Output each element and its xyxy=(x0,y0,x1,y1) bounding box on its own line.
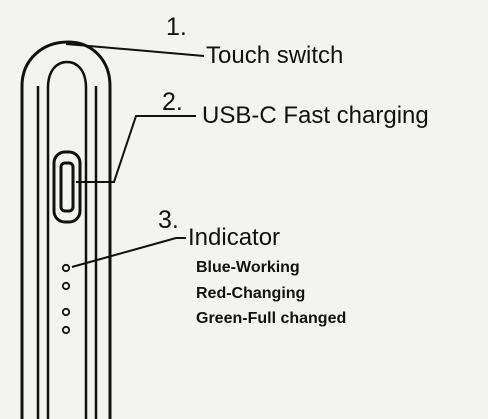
callout-label-indicator: Indicator xyxy=(188,224,281,251)
leader-line-touch-switch xyxy=(65,43,205,57)
leader-line-indicator xyxy=(71,237,186,268)
callout-number-indicator: 3. xyxy=(158,206,179,234)
touch-switch-groove xyxy=(46,60,88,419)
indicator-led-4 xyxy=(61,325,71,335)
device-outer-outline xyxy=(20,40,112,419)
legend-item-blue: Blue-Working xyxy=(196,259,300,276)
leader-line-usb-c xyxy=(76,115,196,183)
indicator-led-1 xyxy=(61,263,71,273)
callout-number-touch-switch: 1. xyxy=(166,13,187,41)
callout-label-usb-c: USB-C Fast charging xyxy=(202,102,429,129)
usb-c-port-inner xyxy=(59,161,75,213)
indicator-led-3 xyxy=(61,307,71,317)
indicator-led-2 xyxy=(61,281,71,291)
legend-item-red: Red-Changing xyxy=(196,285,306,302)
legend-item-green: Green-Full changed xyxy=(196,310,347,327)
callout-label-touch-switch: Touch switch xyxy=(206,42,344,69)
callout-number-usb-c: 2. xyxy=(162,88,183,116)
